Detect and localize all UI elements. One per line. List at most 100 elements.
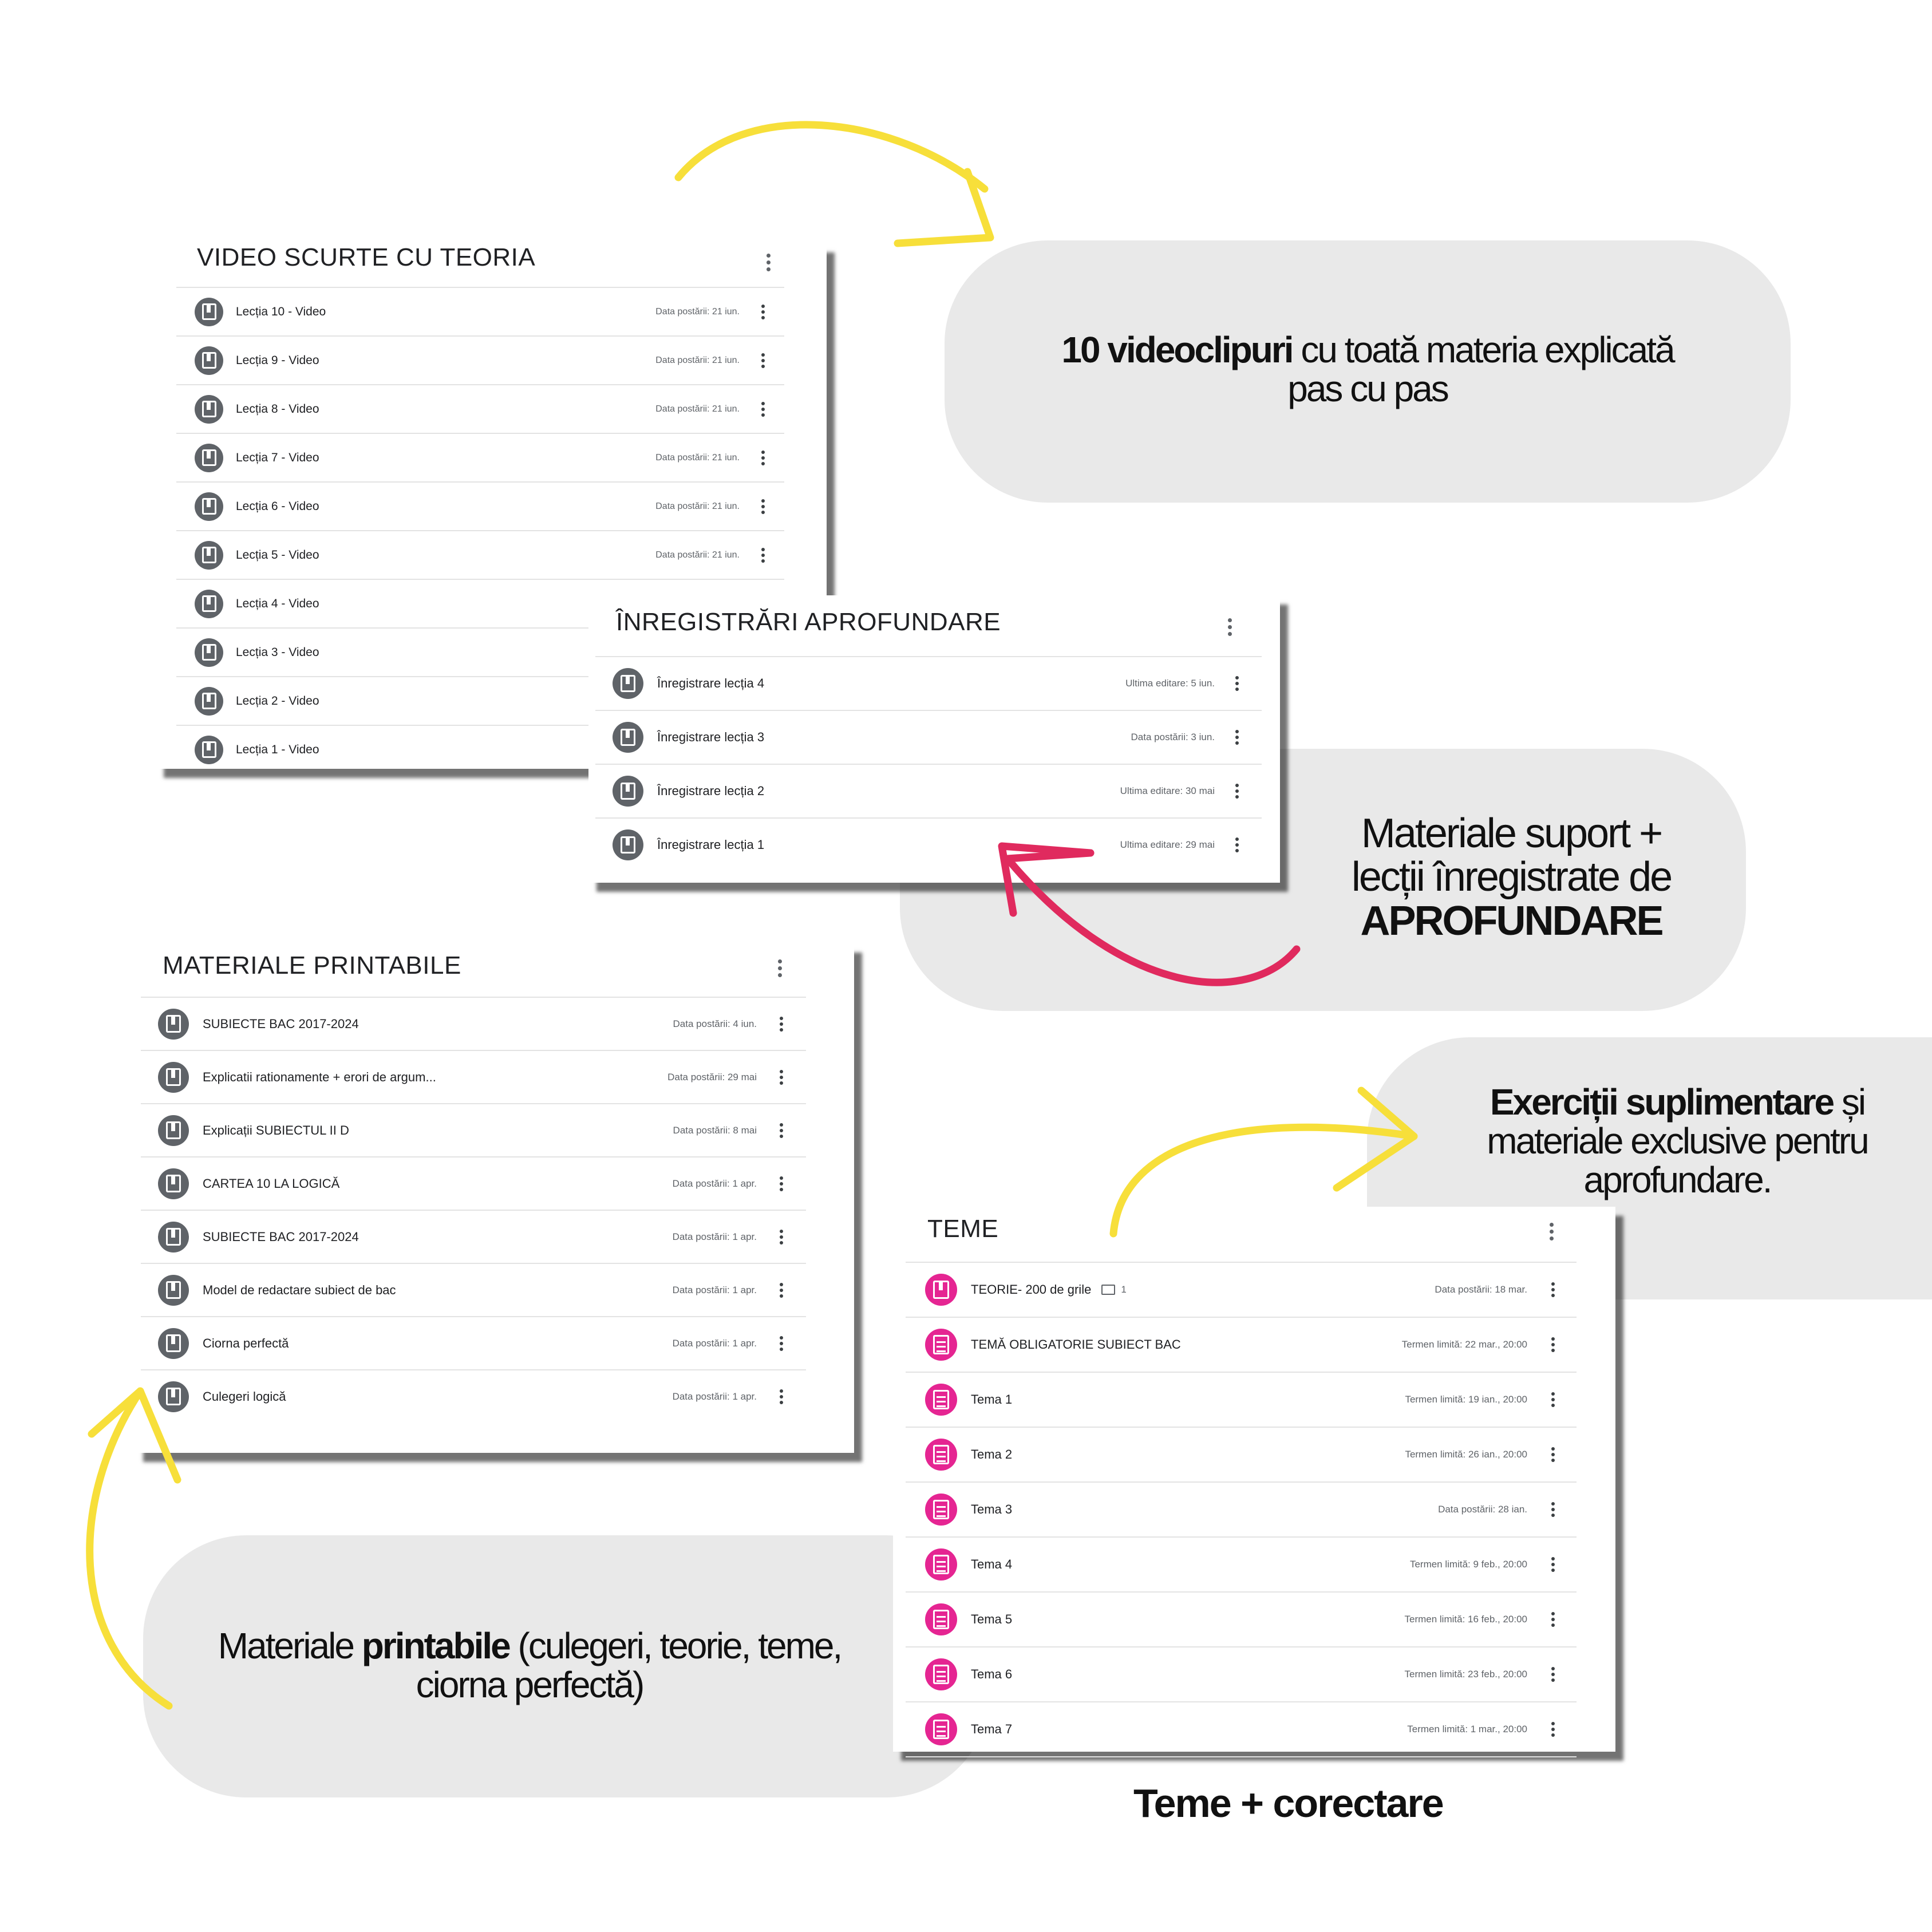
more-icon[interactable] (1551, 1612, 1555, 1627)
more-icon[interactable] (1551, 1282, 1555, 1297)
assignment-icon (925, 1603, 957, 1635)
assignment-icon (925, 1494, 957, 1526)
more-icon[interactable] (780, 1229, 783, 1244)
more-icon[interactable] (761, 499, 765, 514)
bubble-printabile-line2: ciorna perfectă) (416, 1664, 645, 1705)
more-icon[interactable] (1235, 730, 1239, 745)
list-item[interactable]: Lecția 1 - Video (176, 725, 784, 773)
material-icon (158, 1115, 189, 1146)
row-date: Data postării: 21 iun. (655, 501, 740, 511)
more-icon[interactable] (780, 1069, 783, 1085)
row-label: Înregistrare lecția 4 (657, 676, 765, 690)
more-icon[interactable] (1551, 1667, 1555, 1682)
bubble-aprofundare-line2: lecții înregistrate de (1351, 854, 1673, 900)
row-label: Culegeri logică (203, 1389, 286, 1404)
list-item[interactable]: Tema 3 Data postării: 28 ian. (906, 1481, 1577, 1536)
row-label: TEORIE- 200 de grile (971, 1282, 1092, 1297)
bubble-video-rest: cu toată materia explicată (1292, 329, 1675, 370)
row-date: Data postării: 21 iun. (655, 452, 740, 463)
more-icon[interactable] (780, 1336, 783, 1351)
bubble-exercitii-line2: materiale exclusive pentru (1487, 1120, 1869, 1161)
more-icon[interactable] (780, 1176, 783, 1191)
more-icon[interactable] (780, 1123, 783, 1138)
list-item[interactable]: Lecția 3 - Video (176, 627, 784, 676)
row-date: Data postării: 3 iun. (1131, 732, 1215, 742)
row-label: Lecția 5 - Video (236, 548, 319, 562)
assignment-icon (925, 1329, 957, 1361)
list-item[interactable]: Explicatii rationamente + erori de argum… (141, 1050, 806, 1103)
material-icon (195, 735, 223, 764)
row-date: Termen limită: 16 feb., 20:00 (1404, 1614, 1527, 1625)
material-icon (613, 722, 643, 753)
more-icon[interactable] (761, 547, 765, 563)
more-icon[interactable] (1551, 1722, 1555, 1737)
more-icon[interactable] (761, 401, 765, 417)
material-icon (613, 829, 643, 860)
more-icon[interactable] (1235, 676, 1239, 691)
row-date: Data postării: 28 ian. (1438, 1504, 1527, 1515)
bubble-printabile-rest: (culegeri, teorie, teme, (509, 1625, 843, 1666)
inreg-card-menu-icon[interactable] (1224, 618, 1235, 636)
row-date: Data postării: 1 apr. (672, 1231, 757, 1242)
assignment-icon (925, 1548, 957, 1581)
more-icon[interactable] (761, 450, 765, 465)
print-card-menu-icon[interactable] (774, 959, 785, 977)
more-icon[interactable] (1551, 1557, 1555, 1572)
comment-icon (1101, 1285, 1116, 1295)
material-icon (613, 776, 643, 807)
bubble-aprofundare-line1: Materiale suport + (1361, 811, 1663, 856)
more-icon[interactable] (1551, 1447, 1555, 1462)
inreg-card: ÎNREGISTRĂRI APROFUNDARE Înregistrare le… (588, 595, 1280, 883)
bubble-exercitii-line3: aprofundare. (1583, 1159, 1773, 1200)
bubble-aprofundare-text: Materiale suport + lecții înregistrate d… (1191, 812, 1832, 943)
list-item[interactable]: Lecția 2 - Video (176, 676, 784, 725)
material-icon (925, 1274, 957, 1306)
row-date: Data postării: 1 apr. (672, 1178, 757, 1189)
more-icon[interactable] (1551, 1502, 1555, 1517)
more-icon[interactable] (1551, 1392, 1555, 1407)
more-icon[interactable] (1235, 837, 1239, 852)
more-icon[interactable] (1235, 784, 1239, 799)
video-card-menu-icon[interactable] (762, 254, 774, 271)
more-icon[interactable] (780, 1016, 783, 1032)
row-label: Tema 3 (971, 1502, 1013, 1516)
list-item[interactable]: Lecția 4 - Video (176, 579, 784, 627)
row-date: Termen limită: 9 feb., 20:00 (1409, 1559, 1527, 1570)
material-icon (158, 1274, 189, 1306)
more-icon[interactable] (780, 1389, 783, 1404)
more-icon[interactable] (761, 353, 765, 368)
more-icon[interactable] (1551, 1337, 1555, 1352)
material-icon (195, 394, 223, 424)
row-date: Termen limită: 26 ian., 20:00 (1405, 1449, 1527, 1460)
more-icon[interactable] (780, 1282, 783, 1298)
teme-card-menu-icon[interactable] (1546, 1223, 1557, 1240)
material-icon (195, 346, 223, 375)
more-icon[interactable] (761, 304, 765, 319)
